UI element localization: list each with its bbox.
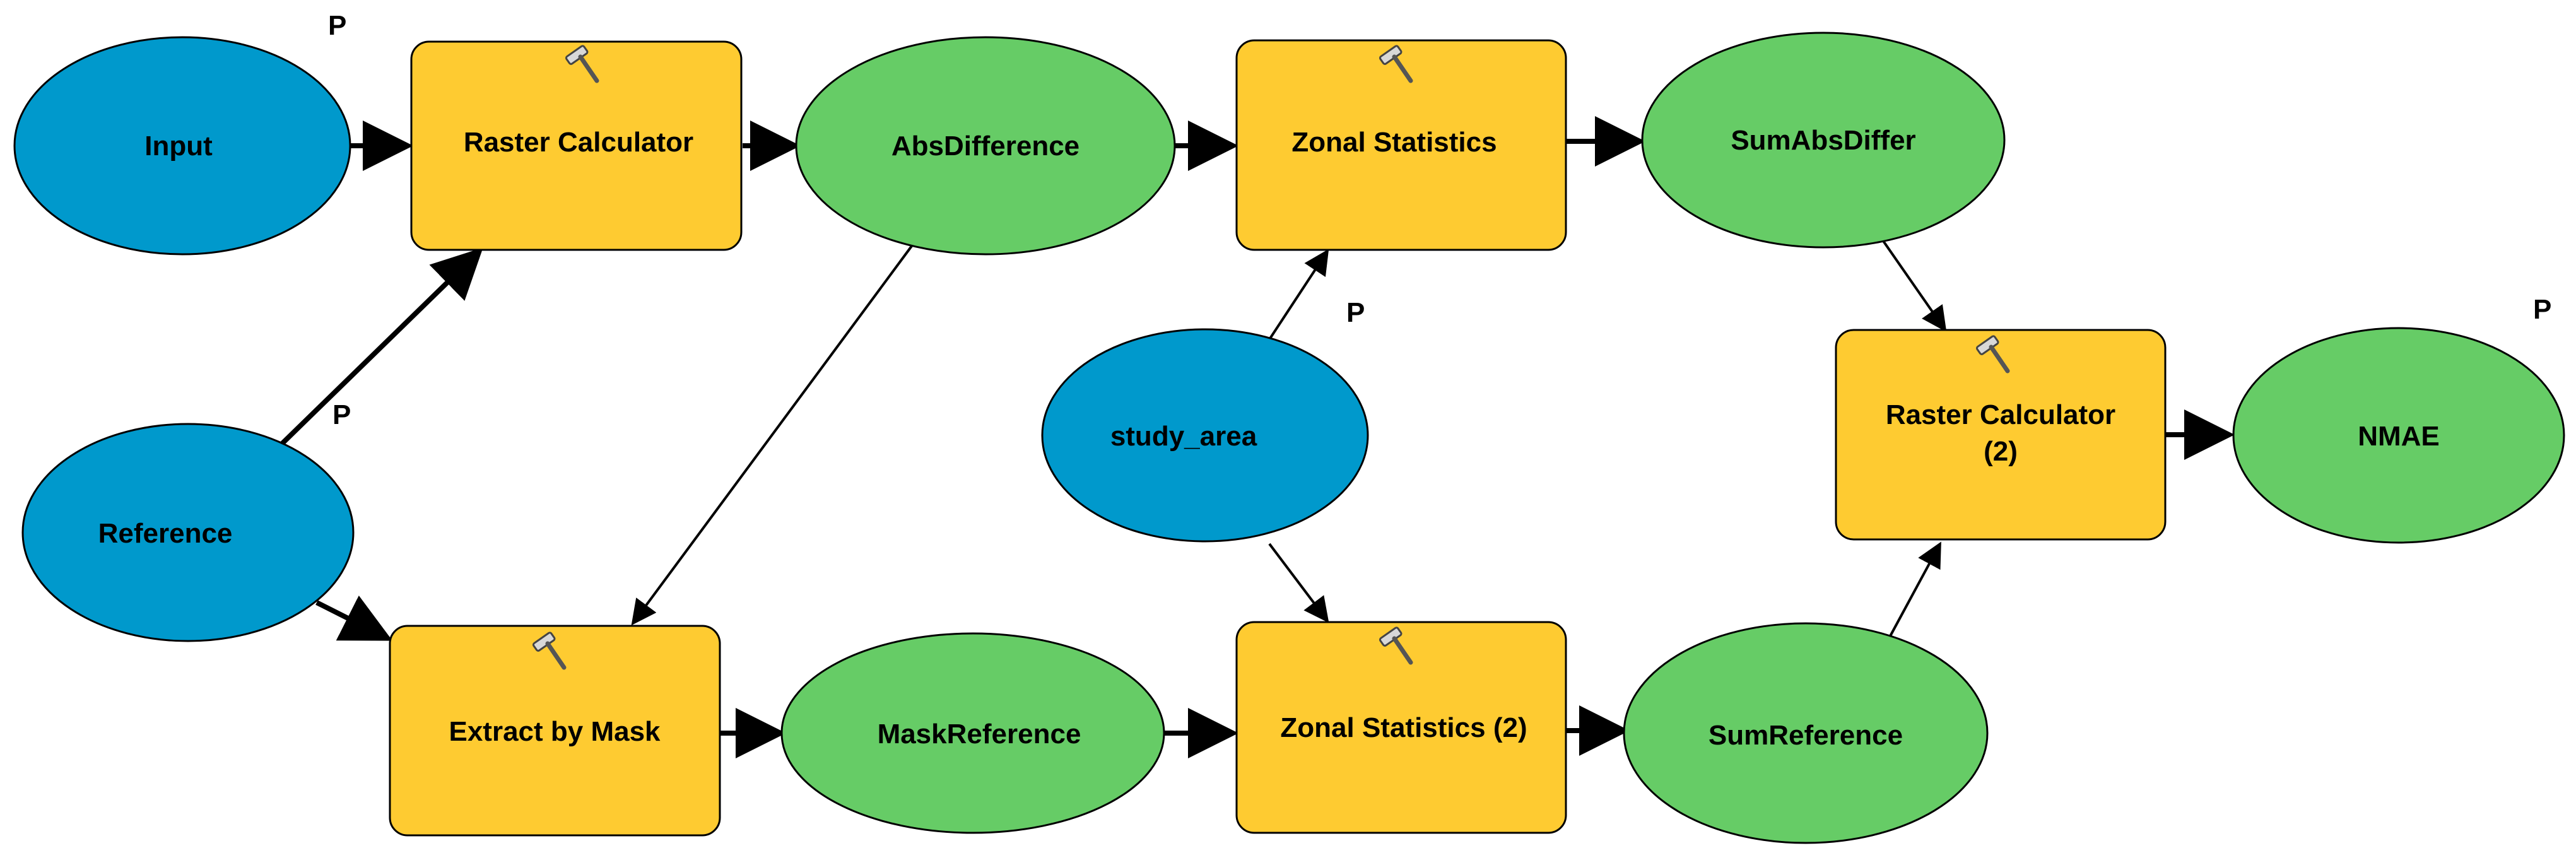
input-node-reference[interactable]: Reference (21, 423, 355, 642)
input-node-input-label: Input (144, 131, 213, 162)
connector-sumabsdiffer-to-raster-calculator-2 (1882, 240, 1947, 332)
connector-reference-to-extract-by-mask (315, 595, 393, 641)
output-node-absdifference-label: AbsDifference (891, 131, 1079, 162)
tool-zonal-statistics-label: Zonal Statistics (1291, 127, 1497, 158)
parameter-marker-study-area: P (1346, 297, 1365, 328)
tool-raster-calculator[interactable]: Raster Calculator (410, 40, 743, 251)
tool-raster-calculator-2-label-line1: Raster Calculator (1886, 399, 2115, 430)
connector-absdifference-to-extract-by-mask (631, 245, 913, 626)
tool-zonal-statistics-2[interactable]: Zonal Statistics (2) (1235, 621, 1567, 834)
output-node-maskreference-label: MaskReference (878, 719, 1081, 750)
tool-extract-by-mask[interactable]: Extract by Mask (389, 625, 721, 837)
parameter-marker-reference: P (332, 399, 351, 430)
input-node-reference-label: Reference (98, 518, 233, 549)
output-node-sumreference-label: SumReference (1709, 720, 1903, 751)
parameter-marker-input: P (328, 10, 346, 41)
output-node-sumreference[interactable]: SumReference (1623, 622, 1989, 844)
tool-extract-by-mask-label: Extract by Mask (449, 716, 661, 747)
connectors (276, 116, 2235, 758)
input-node-study-area[interactable]: study_area (1041, 328, 1369, 543)
tool-zonal-statistics[interactable]: Zonal Statistics (1235, 39, 1567, 251)
output-node-absdifference[interactable]: AbsDifference (795, 36, 1176, 256)
output-node-sumabsdiffer[interactable]: SumAbsDiffer (1641, 32, 2006, 249)
output-node-maskreference[interactable]: MaskReference (780, 632, 1165, 834)
tool-raster-calculator-2[interactable]: Raster Calculator (2) (1835, 329, 2167, 541)
connector-study-area-to-zonal-statistics-2 (1268, 543, 1329, 623)
tool-raster-calculator-2-label-line2: (2) (1984, 436, 2018, 467)
tool-raster-calculator-label: Raster Calculator (464, 127, 693, 158)
input-node-study-area-label: study_area (1110, 421, 1257, 452)
connector-reference-to-raster-calculator (276, 247, 483, 450)
tool-zonal-statistics-2-label: Zonal Statistics (2) (1280, 712, 1527, 743)
output-node-sumabsdiffer-label: SumAbsDiffer (1731, 125, 1915, 156)
output-node-nmae[interactable]: NMAE (2232, 327, 2565, 544)
connector-sumreference-to-raster-calculator-2 (1888, 541, 1941, 638)
connector-study-area-to-zonal-statistics (1268, 249, 1329, 341)
output-node-nmae-label: NMAE (2358, 421, 2440, 452)
parameter-marker-nmae: P (2533, 294, 2551, 325)
input-node-input[interactable]: Input (13, 36, 351, 256)
